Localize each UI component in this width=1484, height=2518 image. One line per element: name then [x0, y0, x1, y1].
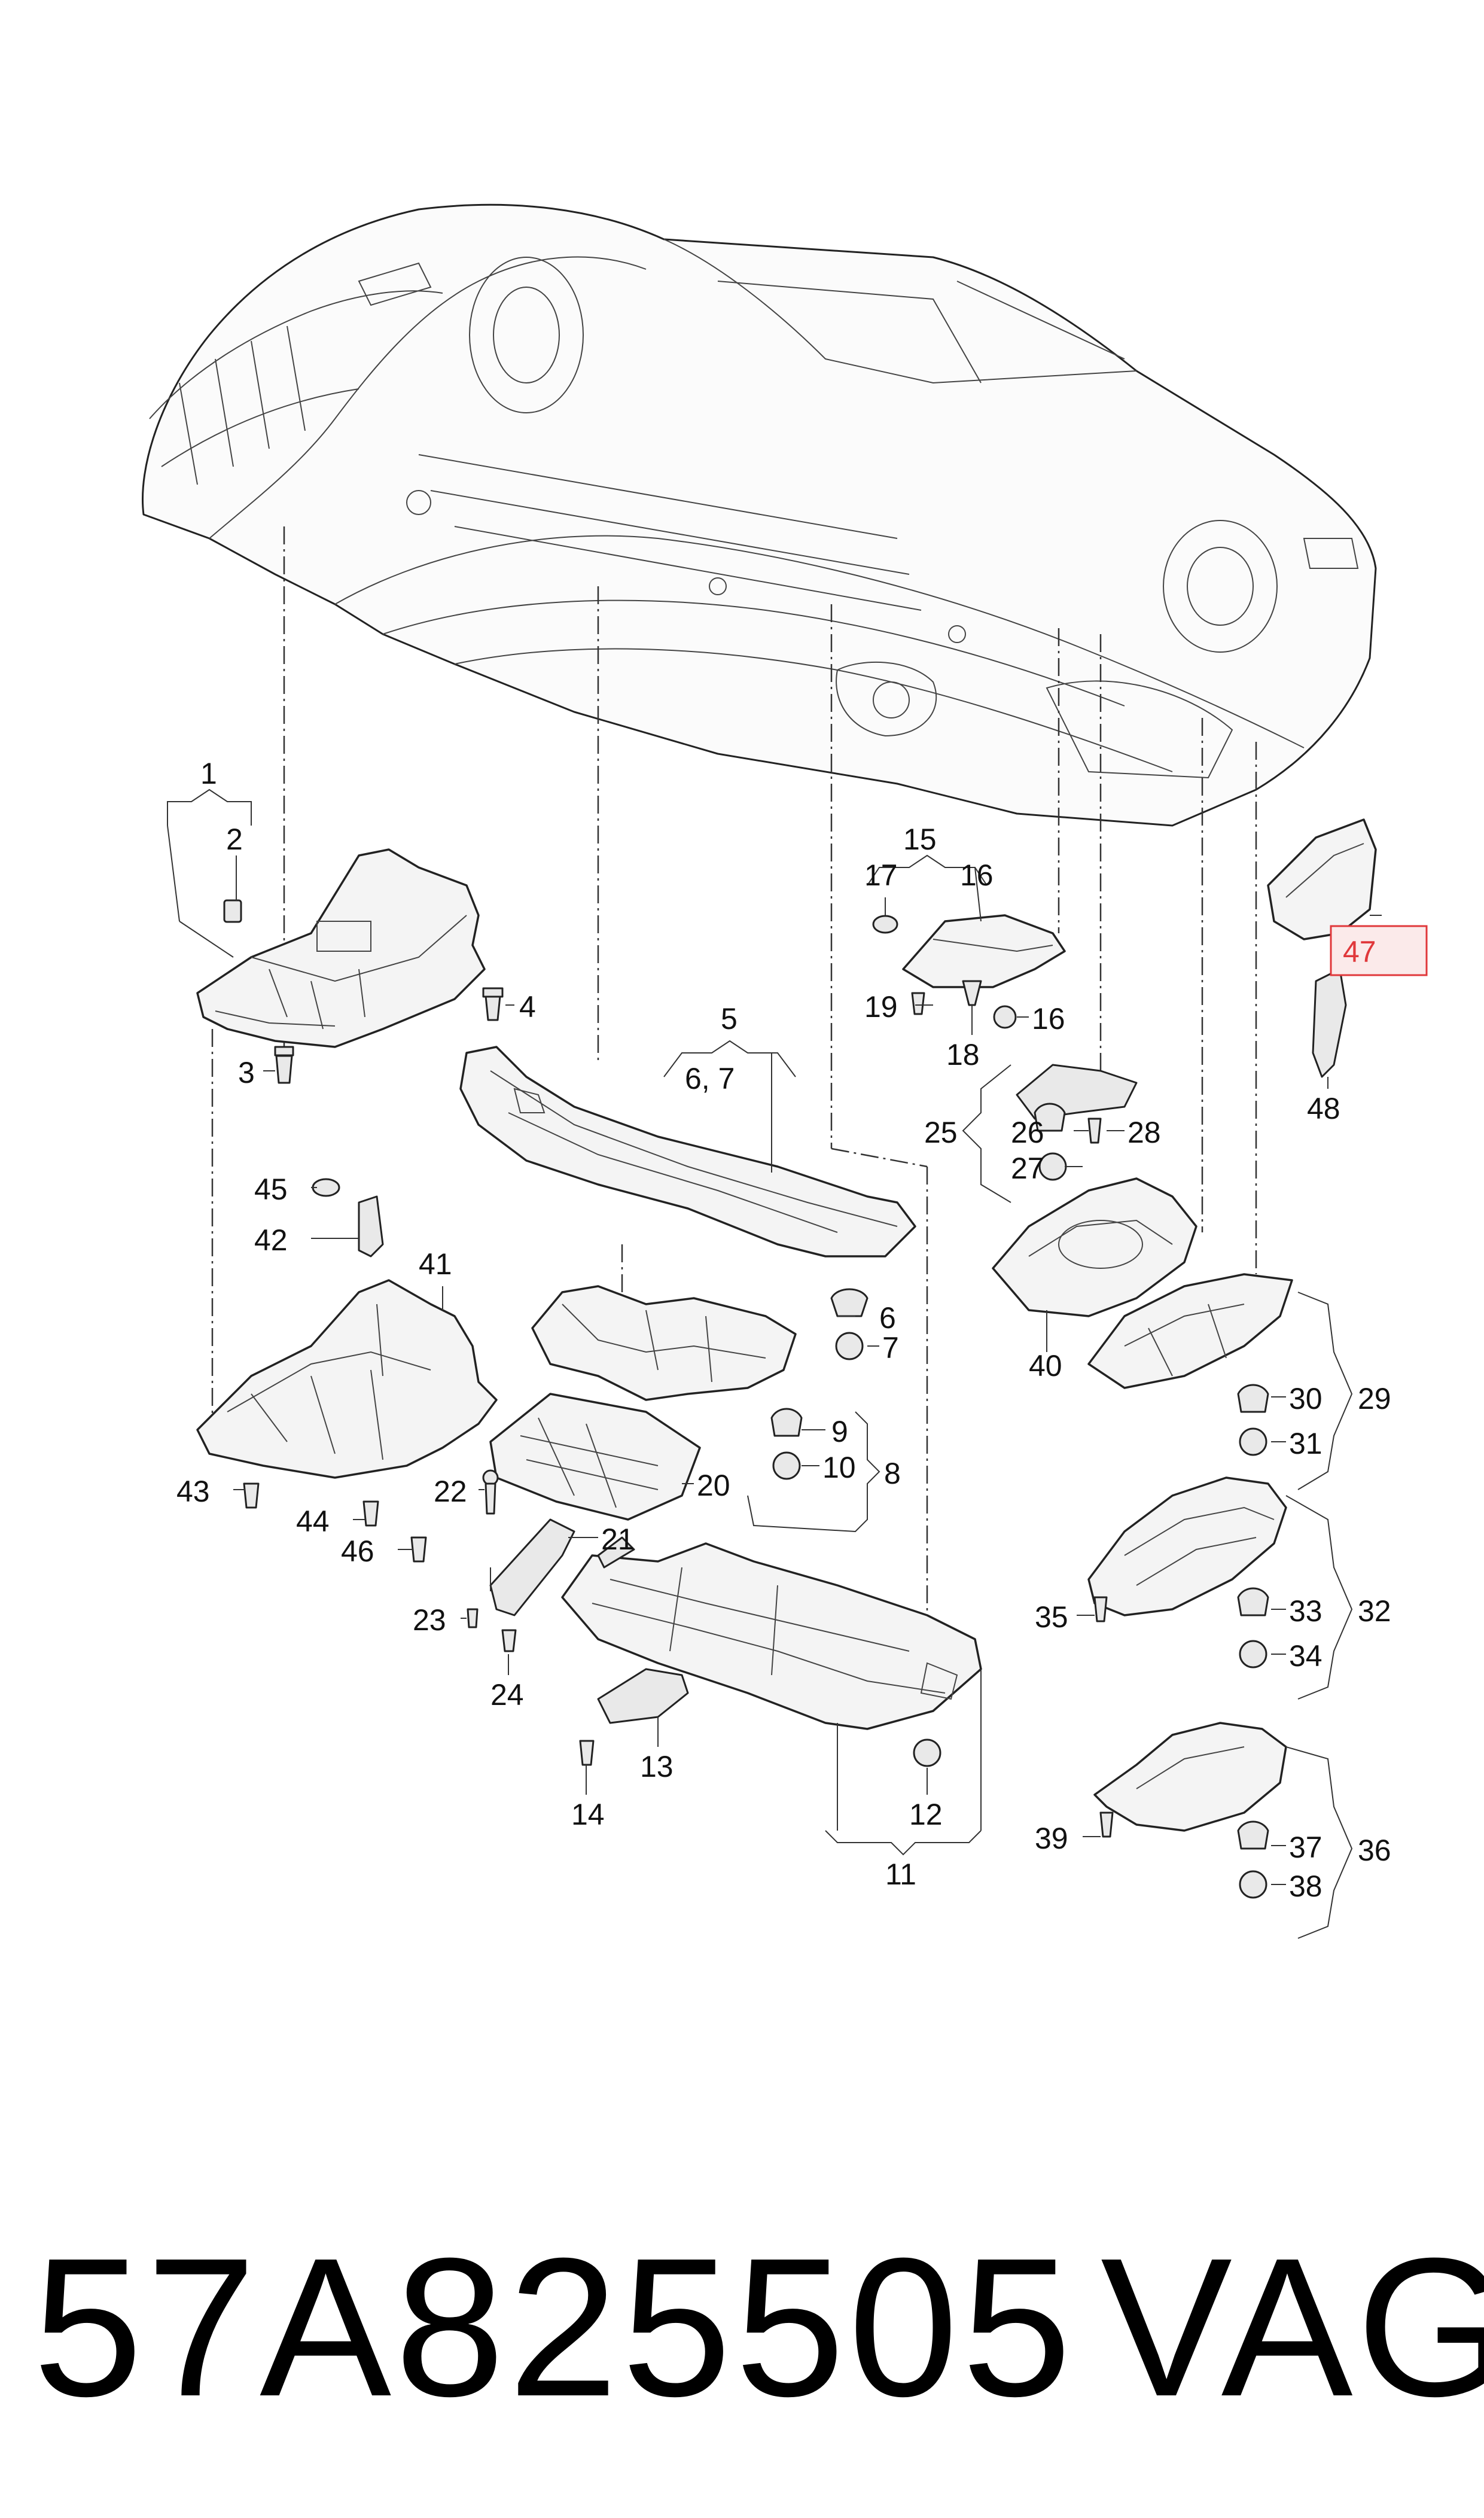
part-11-rear-shield [561, 1536, 982, 1767]
part-41-lower-shield [196, 1178, 498, 1563]
callout-44: 44 [296, 1505, 330, 1538]
callout-35: 35 [1035, 1600, 1068, 1634]
callout-5: 5 [721, 1002, 738, 1036]
part-29-shield [1087, 1273, 1293, 1456]
callout-12: 12 [909, 1798, 943, 1831]
car-underbody [141, 203, 1377, 827]
callout-28: 28 [1128, 1116, 1161, 1149]
callout-23: 23 [413, 1603, 446, 1637]
part-25-bracket [1016, 1064, 1138, 1181]
part-20-plate [482, 1393, 701, 1521]
callout-19: 19 [864, 990, 898, 1024]
callout-8: 8 [884, 1457, 901, 1490]
part-8-heat-shield [531, 1285, 803, 1480]
callout-30: 30 [1289, 1382, 1323, 1415]
callout-46: 46 [341, 1534, 374, 1568]
callout-42: 42 [254, 1223, 288, 1257]
callout-16-top: 16 [960, 858, 994, 892]
part-15-bracket [872, 914, 1066, 1029]
callout-4: 4 [519, 990, 536, 1024]
callout-45: 45 [254, 1173, 288, 1206]
callout-15: 15 [903, 823, 937, 856]
callout-47: 47 [1343, 935, 1376, 969]
callout-13: 13 [640, 1750, 674, 1783]
part-13-bracket [579, 1668, 689, 1766]
callout-6: 6 [879, 1301, 896, 1335]
part-1-engine-shield [196, 848, 504, 1084]
callout-27: 27 [1011, 1152, 1044, 1185]
highlight-box-47 [1330, 925, 1428, 976]
callout-43: 43 [176, 1475, 210, 1508]
callout-16: 16 [1032, 1002, 1065, 1036]
part-40-shield [992, 1177, 1197, 1317]
part-number: 57A825505 [33, 2216, 1075, 2437]
callout-6-7: 6, 7 [685, 1062, 735, 1095]
callout-25: 25 [924, 1116, 958, 1149]
callout-24: 24 [490, 1678, 524, 1712]
callout-9: 9 [831, 1415, 848, 1448]
part-47-cover [1267, 818, 1377, 1078]
callout-20: 20 [697, 1469, 730, 1502]
callout-3: 3 [238, 1056, 255, 1089]
callout-18: 18 [946, 1038, 980, 1071]
callout-39: 39 [1035, 1822, 1068, 1855]
part-5-tunnel-shield [459, 1046, 916, 1360]
callout-leaders [167, 788, 1382, 1939]
callout-1: 1 [200, 757, 217, 790]
footer: 57A825505 VAG [0, 2213, 1484, 2465]
callout-labels: 1 2 3 4 5 6, 7 6 7 8 9 10 11 12 13 14 15… [176, 757, 1391, 1903]
callout-36: 36 [1358, 1834, 1391, 1867]
callout-7: 7 [882, 1331, 899, 1365]
callout-48: 48 [1307, 1092, 1340, 1125]
callout-10: 10 [822, 1451, 856, 1484]
callout-22: 22 [434, 1475, 467, 1508]
callout-2: 2 [226, 823, 243, 856]
callout-40: 40 [1029, 1349, 1062, 1383]
callout-21: 21 [601, 1523, 635, 1556]
callout-34: 34 [1289, 1639, 1323, 1673]
part-36-heat-shield [1093, 1722, 1287, 1899]
part-21-bracket [467, 1518, 575, 1652]
callout-29: 29 [1358, 1382, 1391, 1415]
callout-26: 26 [1011, 1116, 1044, 1149]
callout-11: 11 [885, 1858, 916, 1891]
brand-name: VAG [1101, 2216, 1484, 2437]
callout-37: 37 [1289, 1831, 1323, 1864]
callout-31: 31 [1289, 1427, 1323, 1460]
callout-41: 41 [419, 1247, 452, 1281]
callout-32: 32 [1358, 1594, 1391, 1628]
callout-38: 38 [1289, 1870, 1323, 1903]
callout-17: 17 [864, 858, 898, 892]
callout-33: 33 [1289, 1594, 1323, 1628]
callout-14: 14 [571, 1798, 605, 1831]
part-32-heat-shield [1087, 1476, 1287, 1668]
